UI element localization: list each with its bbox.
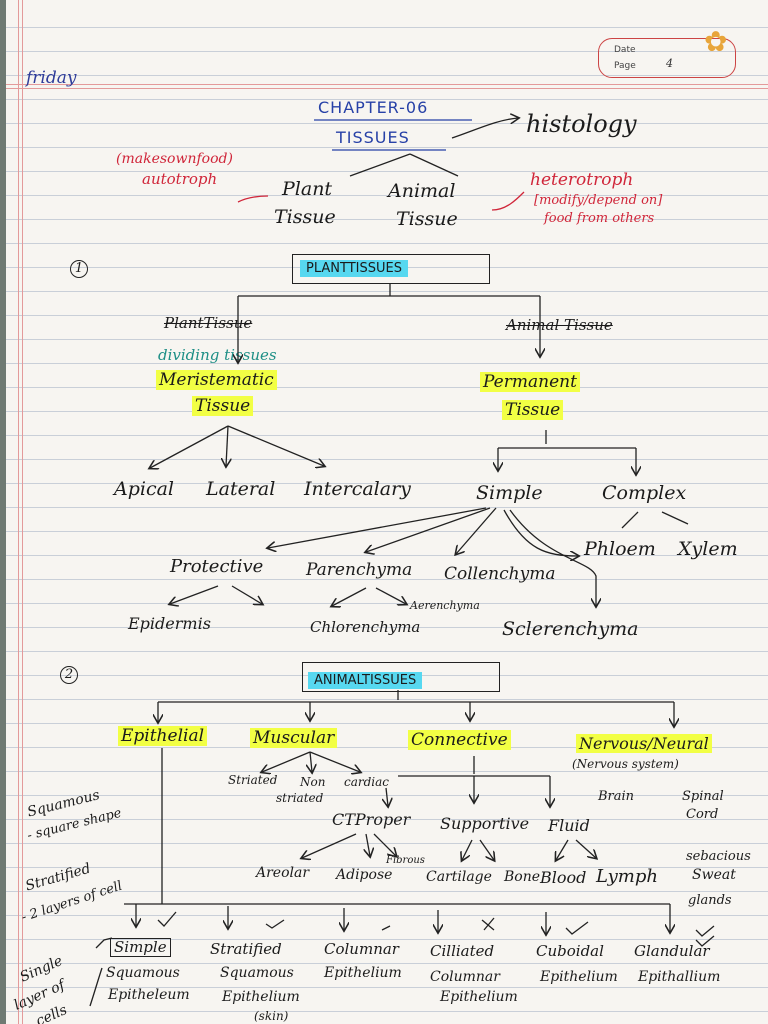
chapter-title: CHAPTER-06	[318, 98, 429, 117]
animal-word: Animal	[388, 180, 456, 202]
sebacious-label: sebacious	[686, 849, 751, 864]
cord-label: Cord	[686, 807, 719, 822]
section-number-2: 2	[60, 666, 78, 684]
autotroph-note: autotroph	[142, 170, 218, 188]
parenchyma-label: Parenchyma	[306, 560, 413, 580]
section-number-1: 1	[70, 260, 88, 278]
spinal-label: Spinal	[682, 789, 724, 804]
plant-word: Plant	[282, 178, 333, 200]
complex-label: Complex	[602, 482, 687, 504]
epithelial-label: Epithelial	[118, 726, 208, 746]
epidermis-label: Epidermis	[128, 614, 211, 633]
nervous-label: Nervous/Neural	[576, 734, 712, 753]
epithelium-1-line1: Simple	[110, 938, 171, 957]
animal-heading-box	[302, 662, 500, 692]
struck-animal-tissue: Animal Tissue	[506, 316, 613, 334]
lymph-label: Lymph	[596, 866, 658, 887]
heterotroph-note: heterotroph	[530, 170, 634, 190]
diagram-connectors	[89, 0, 715, 1007]
plant-heading-box	[292, 254, 490, 284]
page-number: 4	[666, 57, 673, 70]
header-line	[6, 84, 768, 85]
epithelium-5-line1: Cuboidal	[536, 942, 604, 960]
header-line-2	[6, 88, 768, 89]
plant-tissues-heading: PLANTTISSUES	[300, 260, 408, 277]
epithelium-1-line2: Squamous	[106, 965, 180, 981]
fibrous-label: Fibrous	[386, 855, 425, 866]
adipose-label: Adipose	[336, 867, 393, 883]
histology-note: histology	[526, 110, 637, 138]
brain-label: Brain	[598, 789, 635, 804]
meristematic-label: Meristematic	[156, 370, 277, 390]
animal-tissues-heading: ANIMALTISSUES	[308, 672, 423, 689]
epithelium-1-line3: Epitheleum	[108, 987, 190, 1003]
cartilage-label: Cartilage	[426, 869, 492, 885]
supportive-label: Supportive	[440, 814, 530, 833]
lateral-label: Lateral	[206, 478, 276, 500]
ct-proper-label: CTProper	[332, 810, 411, 829]
epithelium-6-line1: Glandular	[634, 942, 710, 960]
plant-tissue-word: Tissue	[274, 206, 336, 228]
permanent-label: Permanent	[480, 372, 580, 392]
epithelium-2-line4: (skin)	[254, 1009, 289, 1023]
epithelium-2-line3: Epithelium	[222, 989, 300, 1005]
permanent-tissue-label: Tissue	[502, 400, 564, 420]
flower-logo-icon: ✿	[704, 25, 728, 58]
bone-label: Bone	[504, 869, 541, 885]
chlorenchyma-label: Chlorenchyma	[310, 618, 421, 636]
xylem-label: Xylem	[678, 538, 738, 560]
tissues-title: TISSUES	[336, 128, 410, 147]
cardiac-label: cardiac	[344, 775, 390, 789]
muscular-label: Muscular	[250, 728, 338, 748]
collenchyma-label: Collenchyma	[444, 564, 556, 584]
intercalary-label: Intercalary	[304, 478, 411, 500]
epithelium-4-line1: Cilliated	[430, 942, 495, 960]
nervous-system-note: (Nervous system)	[572, 757, 679, 771]
simple-label: Simple	[476, 482, 543, 504]
margin-line-left	[18, 0, 19, 1024]
epithelium-4-line2: Columnar	[430, 969, 500, 985]
non-label: Non	[300, 775, 326, 789]
page-label: Page	[614, 61, 636, 71]
glands-label: glands	[688, 893, 732, 908]
protective-label: Protective	[170, 556, 264, 577]
animal-tissue-word: Tissue	[396, 208, 458, 230]
meristematic-tissue-label: Tissue	[192, 396, 254, 416]
date-page-box	[598, 38, 736, 78]
epithelium-2-line2: Squamous	[220, 965, 294, 981]
connective-label: Connective	[408, 730, 511, 750]
date-label: Date	[614, 45, 636, 55]
epithelium-3-line1: Columnar	[324, 940, 399, 958]
striated-label: Striated	[228, 773, 278, 787]
epithelium-3-line2: Epithelium	[324, 965, 402, 981]
epithelium-6-line2: Epithallium	[638, 969, 721, 985]
modify-depend-note: [modify/depend on]	[534, 193, 663, 208]
fluid-label: Fluid	[548, 816, 590, 835]
dividing-tissues-note: dividing tissues	[158, 346, 277, 364]
sweat-label: Sweat	[692, 867, 736, 883]
areolar-label: Areolar	[256, 865, 310, 881]
struck-plant-tissue: PlantTissue	[164, 314, 253, 332]
notebook-page: Date Page 4 ✿ friday CHAPTER-06 TISSUES …	[6, 0, 768, 1024]
food-from-others-note: food from others	[544, 211, 655, 226]
margin-line-left-2	[22, 0, 23, 1024]
day-label: friday	[26, 68, 77, 88]
blood-label: Blood	[540, 868, 587, 887]
non-striated-label: striated	[276, 791, 324, 805]
apical-label: Apical	[114, 478, 175, 500]
aerenchyma-label: Aerenchyma	[410, 599, 480, 612]
makes-own-food-note: (makesownfood)	[116, 151, 233, 167]
phloem-label: Phloem	[584, 538, 656, 560]
sclerenchyma-label: Sclerenchyma	[502, 618, 639, 640]
epithelium-5-line2: Epithelium	[540, 969, 618, 985]
epithelium-4-line3: Epithelium	[440, 989, 518, 1005]
epithelium-2-line1: Stratified	[210, 940, 282, 958]
